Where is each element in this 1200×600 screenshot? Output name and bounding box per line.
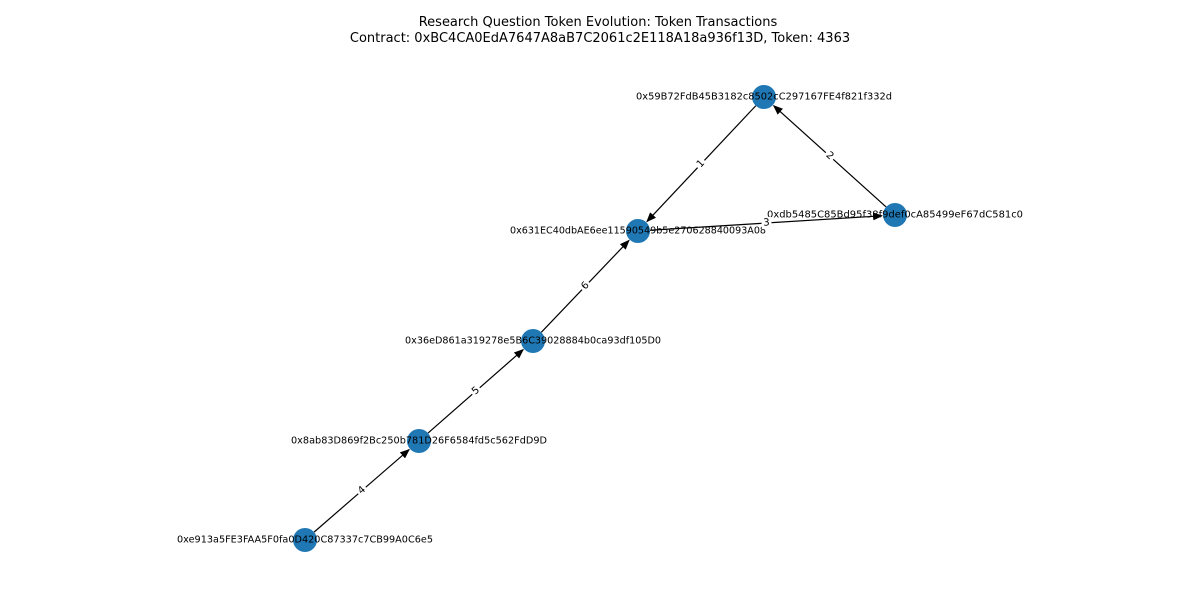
edge-label-background (761, 216, 772, 230)
edges-layer (313, 105, 887, 533)
node-circle-n4[interactable] (521, 329, 545, 353)
chart-title-line-1: Research Question Token Evolution: Token… (419, 15, 778, 30)
node-label-n6: 0xe913a5FE3FAA5F0fa0D420C87337c7CB99A0C6… (177, 535, 433, 546)
node-label-n1: 0x59B72FdB45B3182c8502cC297167FE4f821f33… (636, 92, 892, 103)
node-label-n2: 0xdb5485C85Bd95f38f9def0cA85499eF67dC581… (767, 210, 1023, 221)
node-label-n4: 0x36eD861a319278e5B6C39028884b0ca93df105… (405, 336, 661, 347)
nodes-layer (293, 85, 907, 552)
edge-label-background (821, 148, 838, 164)
edge-label-3: 3 (763, 217, 770, 228)
node-label-n5: 0x8ab83D869f2Bc250b781D26F6584fd5c562FdD… (291, 436, 547, 447)
edge-label-background (577, 278, 594, 294)
chart-title-line-2: Contract: 0xBC4CA0EdA7647A8aB7C2061c2E11… (350, 31, 850, 46)
node-labels-layer: 0x59B72FdB45B3182c8502cC297167FE4f821f33… (177, 92, 1023, 546)
node-circle-n5[interactable] (407, 429, 431, 453)
node-circle-n3[interactable] (626, 219, 650, 243)
edge-label-background (354, 482, 370, 499)
node-label-n3: 0x631EC40dbAE6ee11590549b5e270628840093A… (510, 226, 766, 237)
edge-label-background (693, 156, 709, 172)
node-circle-n2[interactable] (883, 203, 907, 227)
edge-label-background (468, 383, 484, 399)
node-circle-n6[interactable] (293, 528, 317, 552)
node-circle-n1[interactable] (752, 85, 776, 109)
